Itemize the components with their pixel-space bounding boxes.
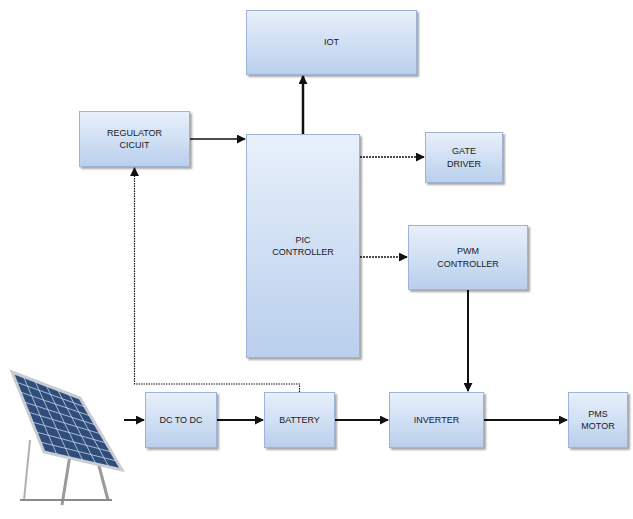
box-label: PMS MOTOR xyxy=(578,408,618,432)
flow-arrow xyxy=(217,419,263,421)
flow-arrow xyxy=(360,256,407,258)
flow-arrow xyxy=(484,419,567,421)
motor-box: PMS MOTOR xyxy=(568,392,628,448)
converter-box: DC TO DC xyxy=(145,392,217,448)
box-label: PWM CONTROLLER xyxy=(433,245,503,269)
flow-arrow xyxy=(302,76,305,134)
box-label: REGULATOR CICUIT xyxy=(100,127,170,151)
flow-arrow xyxy=(335,419,388,421)
battery-box: BATTERY xyxy=(264,392,335,448)
power-arrow xyxy=(124,419,144,421)
box-label: IOT xyxy=(324,36,339,48)
box-label: GATE DRIVER xyxy=(439,145,489,169)
pwm-box: PWM CONTROLLER xyxy=(408,225,528,290)
driver-box: GATE DRIVER xyxy=(425,132,503,183)
inverter-box: INVERTER xyxy=(389,392,484,448)
flow-arrow xyxy=(467,290,469,391)
regulator-box: REGULATOR CICUIT xyxy=(79,111,190,167)
solar-panel xyxy=(12,372,122,505)
box-label: BATTERY xyxy=(279,414,320,426)
flow-arrow xyxy=(190,138,245,140)
flow-arrow xyxy=(360,156,424,158)
box-label: INVERTER xyxy=(414,414,459,426)
box-label: PIC CONTROLLER xyxy=(268,234,338,258)
box-label: DC TO DC xyxy=(159,414,202,426)
controller-box: PIC CONTROLLER xyxy=(246,134,360,358)
iot-box: IOT xyxy=(246,10,417,75)
